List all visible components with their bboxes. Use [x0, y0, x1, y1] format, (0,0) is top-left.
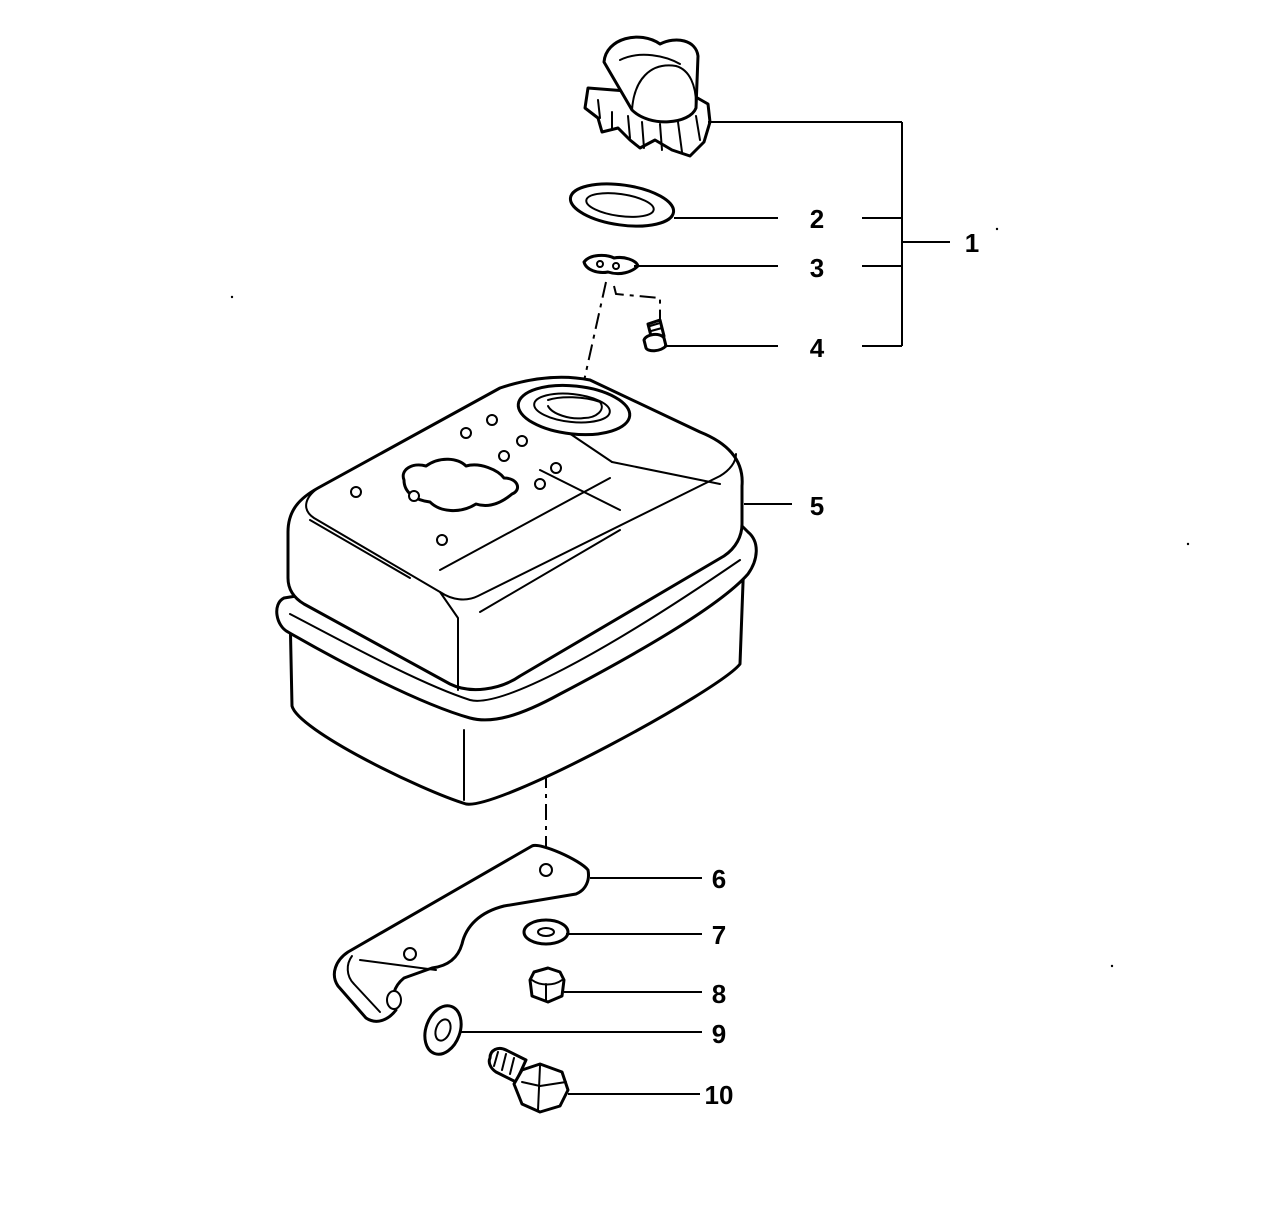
- fuel-tank: [275, 375, 758, 806]
- callout-4: 4: [810, 333, 825, 363]
- mounting-bracket: [332, 843, 590, 1023]
- callout-2: 2: [810, 204, 824, 234]
- nut: [528, 966, 566, 1004]
- callout-6: 6: [712, 864, 726, 894]
- callout-1: 1: [965, 228, 979, 258]
- callout-3: 3: [810, 253, 824, 283]
- callout-9: 9: [712, 1019, 726, 1049]
- leader-lines: [460, 121, 950, 1095]
- callout-5: 5: [810, 491, 824, 521]
- scan-specks: [230, 227, 1190, 968]
- callout-7: 7: [712, 920, 726, 950]
- washer: [522, 918, 570, 946]
- gasket: [568, 182, 676, 228]
- bolt: [487, 1046, 570, 1114]
- fuel-cap: [583, 35, 712, 158]
- screw: [642, 318, 668, 353]
- washer-large: [423, 1004, 463, 1056]
- callout-8: 8: [712, 979, 726, 1009]
- callout-10: 10: [705, 1080, 734, 1110]
- strainer: [582, 253, 640, 276]
